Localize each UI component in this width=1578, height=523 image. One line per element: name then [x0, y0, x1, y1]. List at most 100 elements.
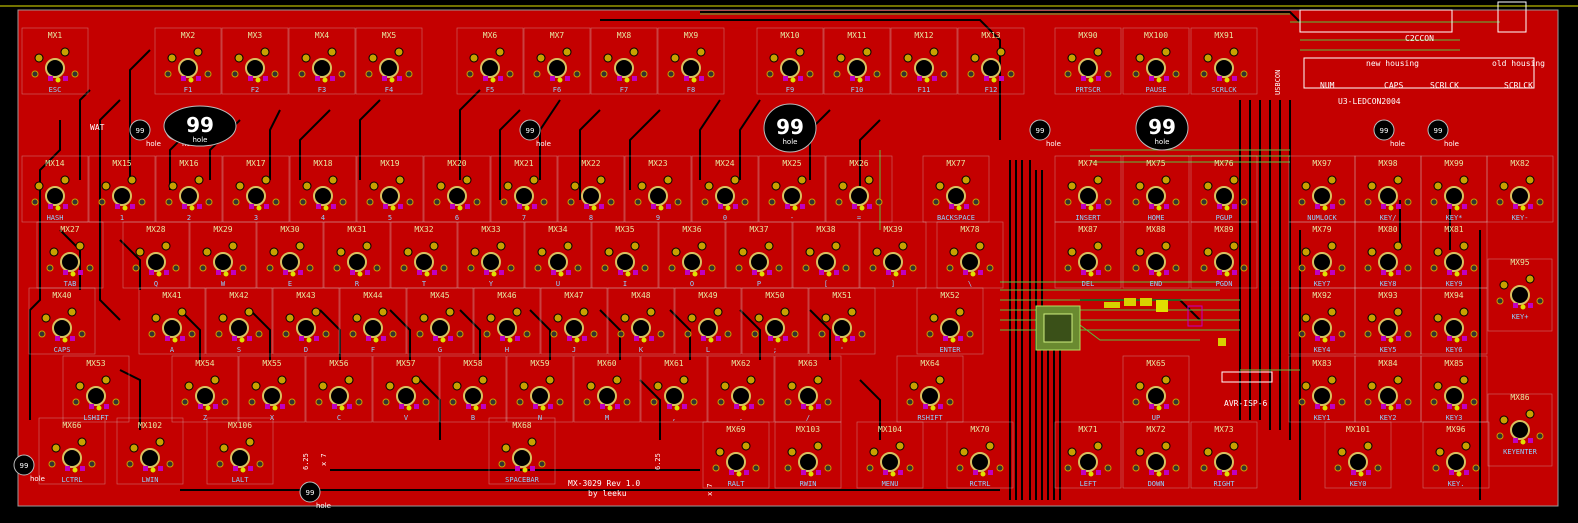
switch-mx26[interactable]: MX26=: [825, 155, 893, 223]
switch-mx50[interactable]: MX50;: [741, 287, 809, 355]
switch-center-hole: [379, 58, 399, 78]
switch-mx62[interactable]: MX62.: [707, 355, 775, 423]
switch-mx61[interactable]: MX61,: [640, 355, 708, 423]
c2c-connector[interactable]: [1299, 1, 1527, 33]
switch-mx78[interactable]: MX78\: [936, 221, 1004, 289]
led-connector[interactable]: [1303, 57, 1535, 89]
switch-center-hole: [329, 386, 349, 406]
switch-mx38[interactable]: MX38[: [792, 221, 860, 289]
mcu-chip[interactable]: [1035, 305, 1081, 351]
switch-mx51[interactable]: MX51': [808, 287, 876, 355]
switch-mx63[interactable]: MX63/: [774, 355, 842, 423]
switch-mx39[interactable]: MX39]: [859, 221, 927, 289]
